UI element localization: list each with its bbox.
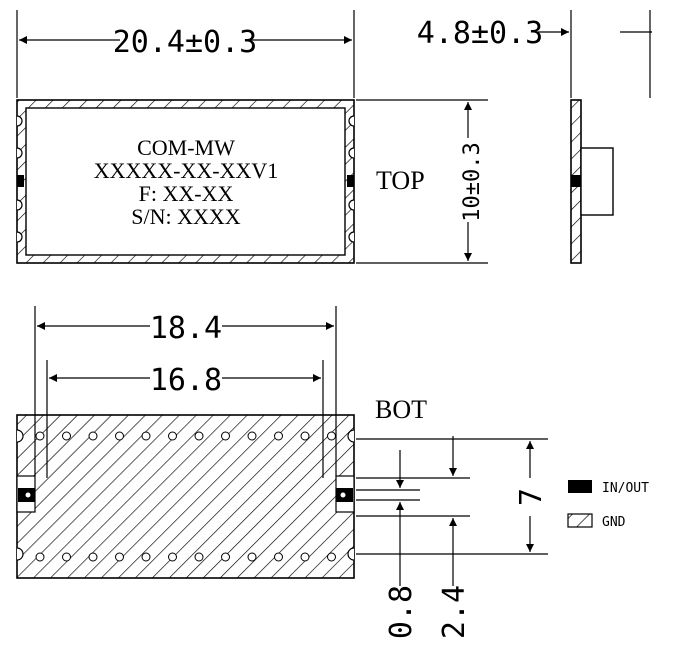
via-hole [327,431,336,441]
top-view-label: TOP [376,166,425,195]
dim-2-4: 2.4 [437,585,472,639]
via-hole [141,431,151,441]
via-hole [141,552,151,562]
via-hole [300,552,310,562]
via-hole [88,431,98,441]
via-hole [35,431,45,441]
legend-gnd-label: GND [602,515,626,530]
via-hole [62,431,71,441]
via-hole [274,552,283,562]
via-hole [62,552,71,562]
via-hole [247,431,257,441]
via-hole [88,552,98,562]
bottom-view: 18.4 16.8 BOT 7 0.8 2.4 [16,306,549,639]
via-hole [274,431,283,441]
via-hole [115,431,124,441]
bottom-view-label: BOT [375,395,427,424]
via-hole [247,552,257,562]
side-view-io-pad [571,175,581,187]
via-hole [194,552,204,562]
via-row-top [35,431,336,441]
dim-16-8: 16.8 [150,363,222,398]
via-hole [221,552,230,562]
via-hole [300,431,310,441]
via-hole [35,552,45,562]
legend-gnd-swatch [568,514,592,527]
top-view-io-pad-left [17,175,24,187]
top-view-io-pad-right [347,175,354,187]
top-width-dimension: 20.4±0.3 [113,25,258,60]
legend: IN/OUT GND [567,480,649,530]
via-row-bottom [35,552,336,562]
legend-io-label: IN/OUT [602,481,649,496]
via-hole [221,431,230,441]
dim-18-4: 18.4 [150,311,222,346]
top-view-label-area [25,107,346,256]
dim-7: 7 [514,488,549,506]
side-view: 4.8±0.3 [417,10,652,264]
via-hole [168,552,177,562]
marking-line-2: XXXXX-XX-XXV1 [94,158,279,183]
side-thickness-dimension: 4.8±0.3 [417,16,543,51]
top-view-castellations [16,115,355,243]
top-height-dimension: 10±0.3 [460,142,485,221]
marking-line-3: F: XX-XX [139,181,234,206]
marking-line-4: S/N: XXXX [131,204,241,229]
legend-io-swatch [568,480,592,493]
dim-0-8: 0.8 [384,585,419,639]
side-view-shield [580,147,614,216]
via-hole [194,431,204,441]
top-view: COM-MW XXXXX-XX-XXV1 F: XX-XX S/N: XXXX … [16,10,488,264]
via-hole [115,552,124,562]
bottom-view-ground-plane [17,415,354,578]
via-hole [168,431,177,441]
via-hole [327,552,336,562]
marking-line-1: COM-MW [137,135,235,160]
